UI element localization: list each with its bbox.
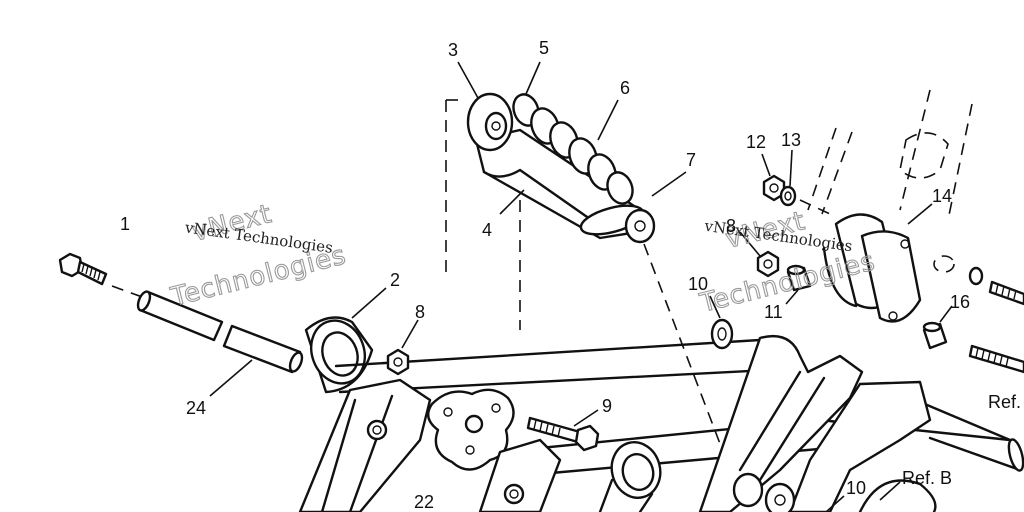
callout-16: 16	[950, 292, 970, 312]
leader-14	[907, 203, 933, 225]
callout-5: 5	[539, 38, 549, 58]
callout-ref-b: Ref. B	[902, 468, 952, 488]
leader-6	[597, 99, 619, 141]
leader-8-right	[739, 231, 761, 257]
nut-8-left	[386, 348, 410, 376]
upper-shaft-dashed	[899, 89, 973, 273]
bolt-1	[58, 252, 108, 286]
leader-24	[209, 359, 253, 397]
callout-9: 9	[602, 396, 612, 416]
leader-10-lower	[825, 495, 845, 512]
callout-6: 6	[620, 78, 630, 98]
coil-spring	[512, 93, 634, 205]
callout-3: 3	[448, 40, 458, 60]
callout-22: 22	[414, 492, 434, 512]
sleeve-24	[136, 290, 304, 374]
watermark-right: vNext Technologies	[696, 206, 879, 320]
lower-arm	[478, 438, 562, 512]
washer-13	[779, 185, 797, 207]
leader-7	[651, 171, 687, 197]
callout-12: 12	[746, 132, 766, 152]
callout-13: 13	[781, 130, 801, 150]
washer-10-upper	[710, 318, 734, 350]
retainer-14	[822, 213, 922, 323]
bolt-right-upper	[968, 266, 1024, 306]
leader-refB	[879, 481, 901, 501]
callout-1: 1	[120, 214, 130, 234]
align-dash-5	[799, 199, 831, 215]
leader-2	[351, 287, 387, 319]
leader-10-upper	[709, 295, 721, 319]
leader-13	[789, 149, 793, 187]
frame-plate-left	[298, 378, 432, 512]
leader-3	[457, 61, 479, 99]
bolt-9	[526, 416, 600, 452]
bushing-lower	[598, 441, 662, 512]
callout-2: 2	[390, 270, 400, 290]
callout-7: 7	[686, 150, 696, 170]
callout-ref-a: Ref. A	[988, 392, 1024, 412]
leader-12	[761, 153, 771, 177]
shock-absorber	[466, 92, 656, 244]
nut-8-right	[756, 250, 780, 278]
spacer-16	[922, 321, 948, 350]
spacer-11	[786, 264, 812, 292]
leader-4	[499, 189, 525, 215]
callout-8-right: 8	[726, 216, 736, 236]
callout-8-left: 8	[415, 302, 425, 322]
callout-14: 14	[932, 186, 952, 206]
leader-9	[573, 409, 599, 427]
align-dash-4	[643, 243, 731, 471]
bolt-right-lower	[968, 344, 1024, 374]
callout-4: 4	[482, 220, 492, 240]
frame-right	[698, 334, 937, 512]
callout-11: 11	[764, 302, 783, 322]
leader-11	[785, 289, 799, 305]
axis-line-left	[111, 285, 146, 299]
bushing-2	[304, 316, 374, 394]
leader-5	[525, 61, 541, 95]
leader-8-left	[401, 319, 419, 349]
leader-16	[939, 305, 953, 323]
callout-10-lower: 10	[846, 478, 866, 498]
align-dash-6	[807, 127, 853, 215]
callout-24: 24	[186, 398, 206, 418]
callout-10-upper: 10	[688, 274, 708, 294]
